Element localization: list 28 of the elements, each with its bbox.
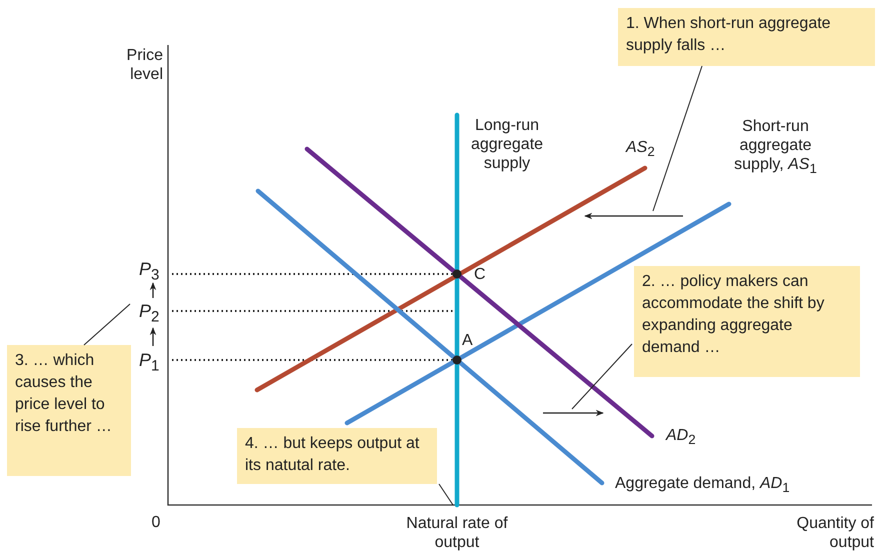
- callout-text: 2. … policy makers can accommodate the shift by expanding aggregate demand …: [642, 272, 826, 358]
- callout-text: 4. … but keeps output at its natutal rate.: [245, 434, 420, 476]
- curve-label: AD$_{2}$: [666, 426, 697, 450]
- leader-line: [572, 344, 632, 410]
- axis-tick-label: Natural rate of output: [405, 514, 509, 552]
- leader-line: [652, 66, 702, 212]
- shift-arrow: [541, 407, 605, 419]
- price-label: P$_{3}$: [139, 260, 160, 285]
- curve-label: AS$_{2}$: [626, 138, 656, 162]
- curve-label: Aggregate demand, AD$_{1}$: [615, 474, 791, 498]
- leader-line: [84, 304, 130, 346]
- callout-box: [237, 428, 437, 484]
- axis-title: Price level: [126, 46, 163, 84]
- callout-text: 1. When short-run aggregate supply falls …: [626, 14, 832, 56]
- price-label: P$_{2}$: [139, 302, 160, 327]
- shift-arrow: [583, 210, 685, 222]
- callout-box: [618, 8, 875, 66]
- leader-line: [438, 484, 454, 506]
- curve-label: Short-run aggregate supply, AS$_{1}$: [733, 117, 818, 178]
- axis-title: Quantity of output: [796, 514, 874, 552]
- axis-origin-label: 0: [150, 513, 162, 532]
- curve-label: Long-run aggregate supply: [470, 116, 544, 173]
- point-label: A: [462, 331, 474, 350]
- callout-box: [7, 345, 131, 476]
- callout-text: 3. … which causes the price level to rise further …: [15, 351, 113, 437]
- price-label: P$_{1}$: [139, 351, 160, 376]
- callout-box: [634, 266, 860, 377]
- point-label: C: [474, 265, 487, 284]
